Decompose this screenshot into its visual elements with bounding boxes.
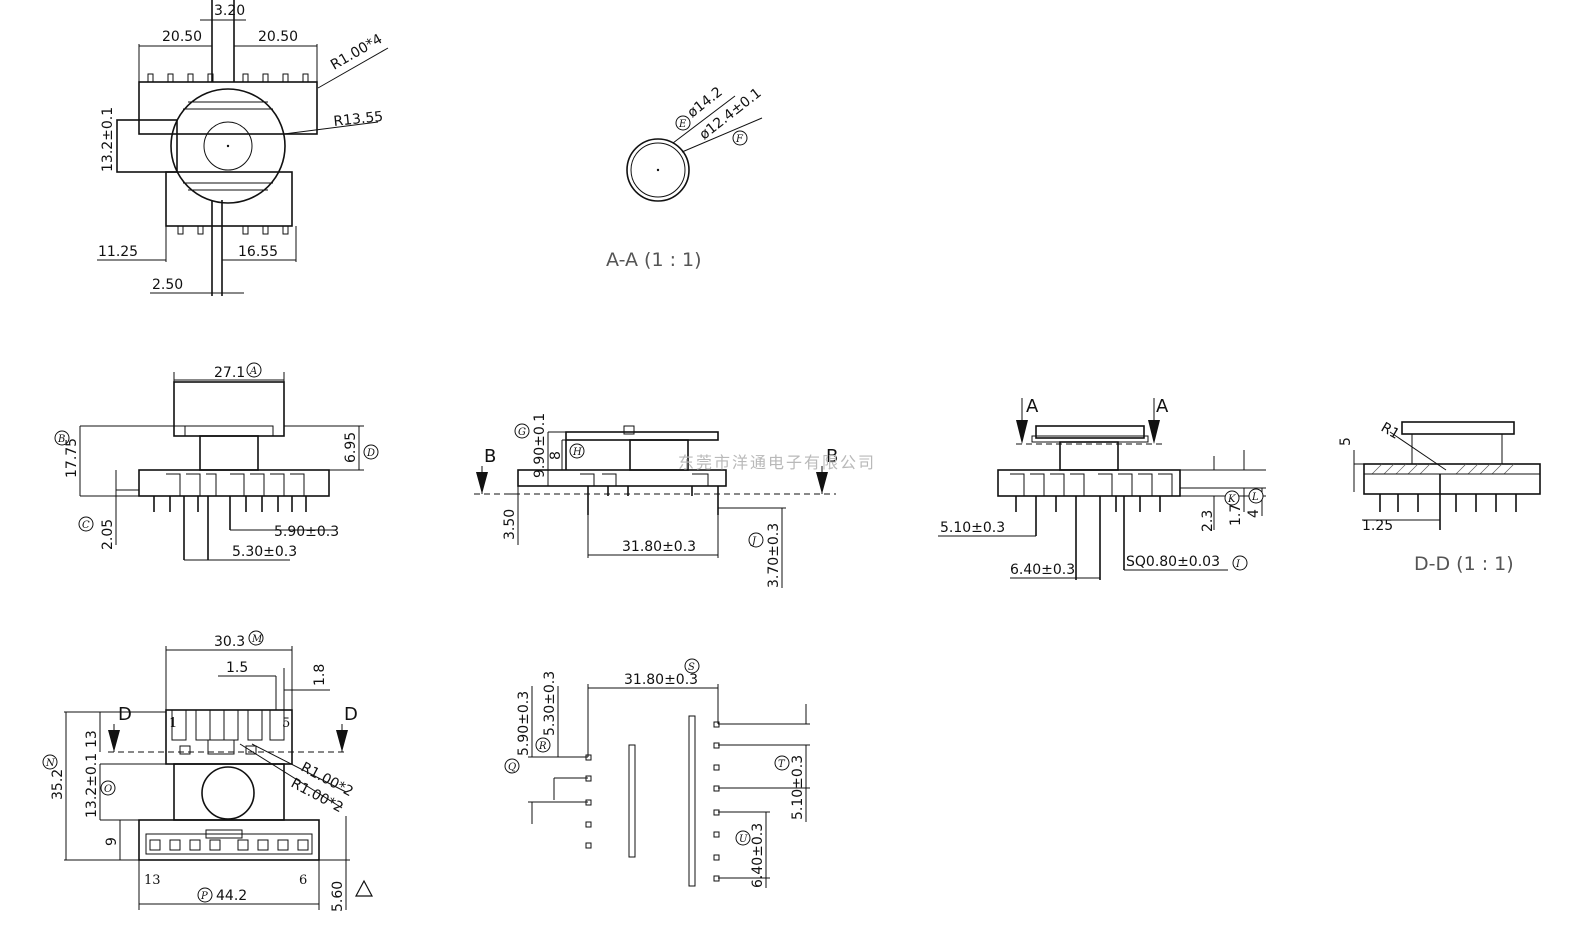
dim-dd-offset: 1.25 (1362, 518, 1393, 534)
view-bottom: 1 5 13 6 D D 30.3 M 1.5 1.8 13 N (42, 630, 373, 912)
dim-top-left-width: 20.50 (162, 29, 202, 45)
dim-side-height: 9.90±0.1 (532, 413, 548, 478)
dim-top-right-width: 20.50 (258, 29, 298, 45)
view-section-aa: E ø14.2 ø12.4±0.1 F A-A (1 : 1) (606, 84, 765, 271)
dim-right-pin-square: SQ0.80±0.03 (1126, 554, 1220, 570)
dim-top-flange-height: 13.2±0.1 (100, 107, 116, 172)
dim-pcb-pitch-c: 5.10±0.3 (790, 755, 806, 820)
dim-pcb-pin-span: 31.80±0.3 (624, 672, 698, 688)
dim-front-top-height: 6.95 (343, 432, 359, 463)
dim-bottom-slot-a: 1.5 (226, 660, 248, 676)
dim-side-offset: 3.50 (502, 509, 518, 540)
pin-number-13: 13 (144, 873, 161, 888)
balloon-o: O (104, 784, 112, 795)
dim-dd-radius: R1 (1378, 420, 1402, 443)
dim-bottom-pin-length: 5.60 (330, 881, 346, 912)
dim-bottom-length: 44.2 (216, 888, 247, 904)
dim-bottom-pin-row: 13 (84, 730, 100, 748)
balloon-q: Q (508, 762, 516, 773)
dim-front-pin-pitch-a: 5.90±0.3 (274, 524, 339, 540)
pin-number-1: 1 (169, 716, 177, 731)
dim-bottom-slot-b: 1.8 (312, 664, 328, 686)
view-side: B B G 9.90±0.1 H 8 3.50 31.80±0.3 J 3.70… (474, 413, 838, 588)
dim-top-outer-radius: R13.55 (333, 109, 384, 130)
caption-section-aa: A-A (1 : 1) (606, 249, 702, 271)
section-letter-d-left: D (118, 704, 132, 725)
dim-right-base: 4 (1246, 509, 1262, 518)
dim-right-pin-gap: 6.40±0.3 (1010, 562, 1075, 578)
balloon-h: H (572, 447, 582, 458)
balloon-d: D (366, 448, 375, 459)
dim-top-slot-width: 2.50 (152, 277, 183, 293)
balloon-i: I (1235, 559, 1241, 570)
dim-bottom-base: 9 (104, 837, 120, 846)
dim-pcb-pitch-d: 6.40±0.3 (750, 823, 766, 888)
view-right: A A 5.10±0.3 2.3 K 1.7 L 4 6.40±0.3 SQ0.… (938, 396, 1266, 580)
balloon-u: U (739, 834, 748, 845)
balloon-s: S (688, 662, 695, 673)
section-letter-a-left: A (1026, 396, 1039, 417)
balloon-p: P (200, 891, 208, 902)
balloon-c: C (82, 520, 90, 531)
dim-top-left-offset: 11.25 (98, 244, 138, 260)
dim-right-pin-pitch: 5.10±0.3 (940, 520, 1005, 536)
balloon-e: E (678, 119, 687, 130)
dim-bottom-width: 30.3 (214, 634, 245, 650)
section-letter-b-right: B (826, 446, 838, 467)
dim-side-pin-length: 3.70±0.3 (766, 523, 782, 588)
dim-front-total-height: 17.75 (64, 438, 80, 478)
dim-side-core-height: 8 (548, 451, 564, 460)
dim-top-right-offset: 16.55 (238, 244, 278, 260)
dim-front-base-height: 2.05 (100, 519, 116, 550)
dim-top-slot: 3.20 (214, 3, 245, 19)
company-watermark: 东莞市洋通电子有限公司 (678, 453, 876, 472)
pin-number-6: 6 (299, 873, 307, 888)
balloon-m: M (251, 634, 263, 645)
dim-side-pin-span: 31.80±0.3 (622, 539, 696, 555)
dim-right-standoff: 2.3 (1200, 510, 1216, 532)
dim-front-pin-pitch-b: 5.30±0.3 (232, 544, 297, 560)
balloon-k: K (1227, 494, 1236, 505)
view-front: 27.1 A B 17.75 6.95 D C 2.05 5.90±0.3 5.… (54, 362, 379, 561)
balloon-n: N (45, 758, 56, 769)
dim-bottom-flange: 13.2±0.1 (84, 753, 100, 818)
section-letter-a-right: A (1156, 396, 1169, 417)
dim-right-step: 1.7 (1228, 504, 1244, 526)
balloon-r: R (538, 741, 547, 752)
balloon-l: L (1251, 492, 1259, 503)
pin-number-5: 5 (282, 716, 290, 731)
section-letter-b-left: B (484, 446, 496, 467)
balloon-t: T (778, 759, 786, 770)
dim-top-corner-radius: R1.00*4 (328, 31, 385, 73)
section-letter-d-right: D (344, 704, 358, 725)
balloon-g: G (518, 427, 526, 438)
dim-dd-height: 5 (1338, 437, 1354, 446)
warning-triangle-icon (355, 879, 373, 897)
balloon-b: B (57, 434, 65, 445)
balloon-j: J (750, 536, 757, 547)
view-section-dd: R1 5 1.25 D-D (1 : 1) (1338, 420, 1541, 575)
balloon-a: A (249, 366, 257, 377)
balloon-f: F (735, 134, 744, 145)
dim-pcb-pitch-b: 5.30±0.3 (542, 671, 558, 736)
caption-section-dd: D-D (1 : 1) (1414, 553, 1514, 575)
view-pcb: 31.80±0.3 S 5.90±0.3 5.30±0.3 Q R T 5.10… (504, 658, 810, 888)
view-top: 3.20 20.50 20.50 R1.00*4 R13.55 13.2±0.1… (97, 0, 389, 296)
dim-pcb-pitch-a: 5.90±0.3 (516, 691, 532, 756)
dim-bottom-total-height: 35.2 (50, 769, 66, 800)
dim-front-flange-width: 27.1 (214, 365, 245, 381)
